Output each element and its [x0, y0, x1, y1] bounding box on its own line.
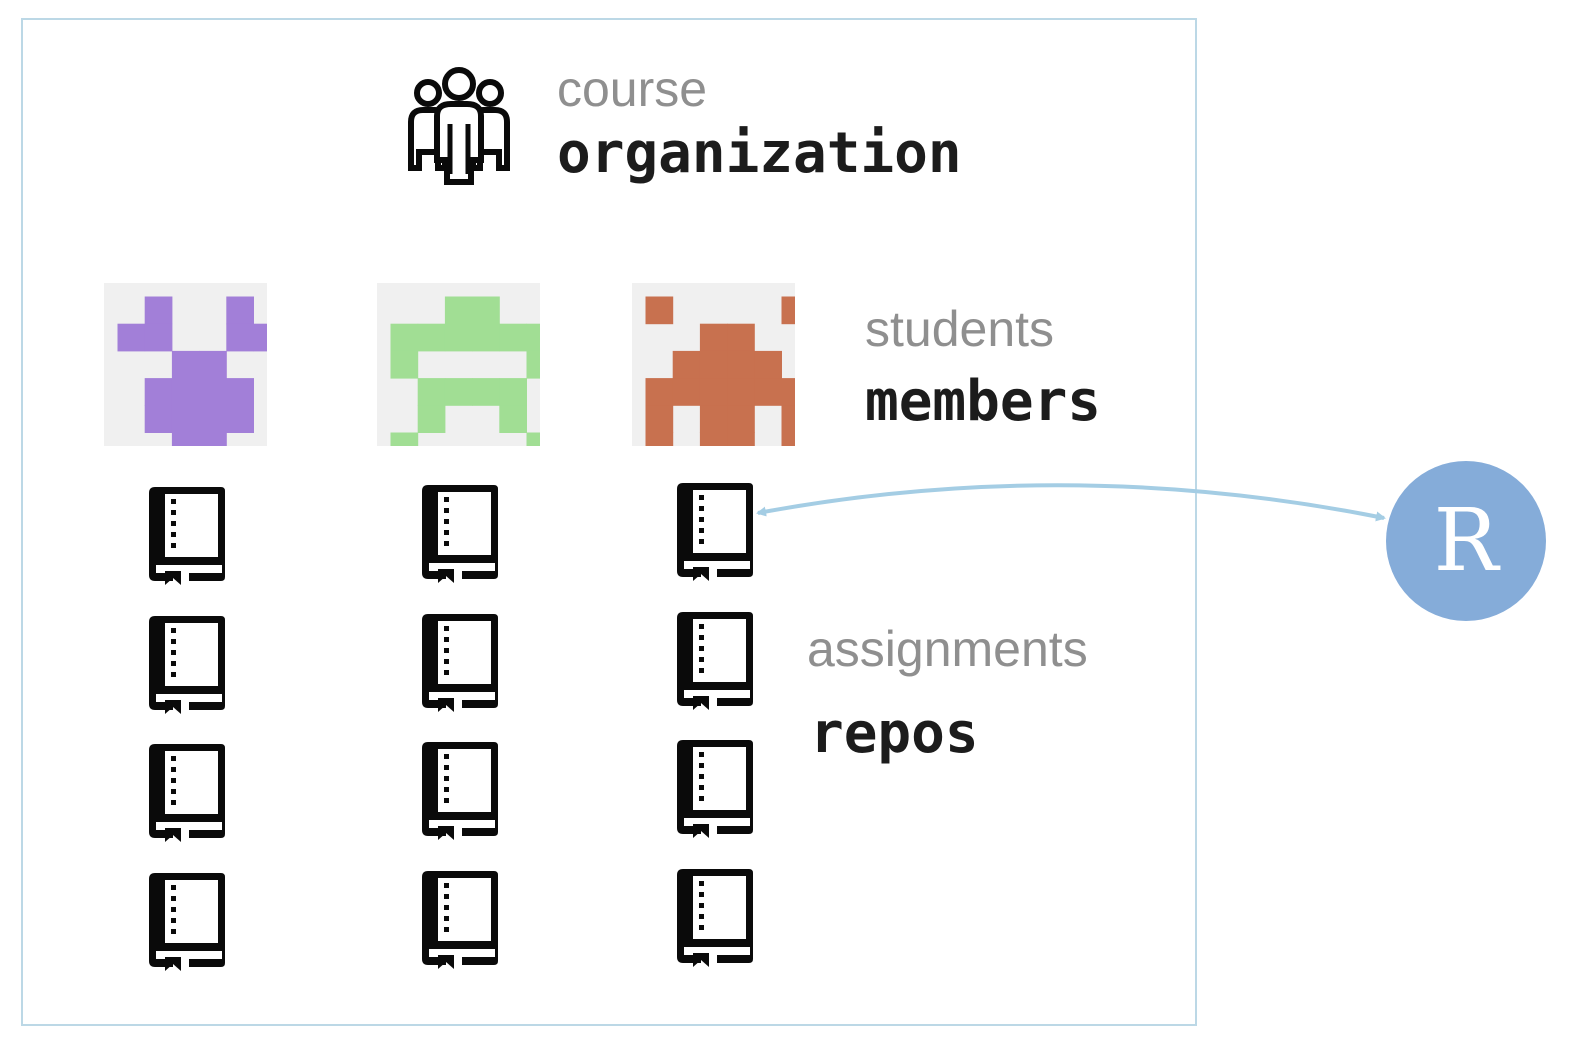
repo-book-icon	[677, 612, 753, 710]
repo-book-icon	[422, 614, 498, 712]
organization-light-label: course	[557, 61, 708, 117]
repo-book-icon	[677, 740, 753, 838]
repo-book-icon	[677, 483, 753, 581]
people-icon	[408, 67, 510, 185]
repo-book-icon	[422, 742, 498, 840]
r-logo: R	[1386, 461, 1546, 621]
repo-book-icon	[149, 873, 225, 971]
organization-bold-label: organization	[557, 121, 962, 186]
member-avatar-purple	[104, 283, 267, 446]
repos-bold-label: repos	[810, 701, 979, 766]
member-avatar-orange	[632, 283, 795, 446]
repo-book-icon	[422, 485, 498, 583]
members-light-label: students	[865, 301, 1055, 357]
members-bold-label: members	[865, 369, 1102, 434]
repo-book-icon	[149, 616, 225, 714]
r-logo-letter: R	[1433, 491, 1499, 591]
organization-frame	[21, 18, 1197, 1026]
repo-book-icon	[149, 487, 225, 585]
repo-book-icon	[422, 871, 498, 969]
member-avatar-green	[377, 283, 540, 446]
repo-book-icon	[149, 744, 225, 842]
repo-book-icon	[677, 869, 753, 967]
repos-light-label: assignments	[807, 621, 1088, 677]
